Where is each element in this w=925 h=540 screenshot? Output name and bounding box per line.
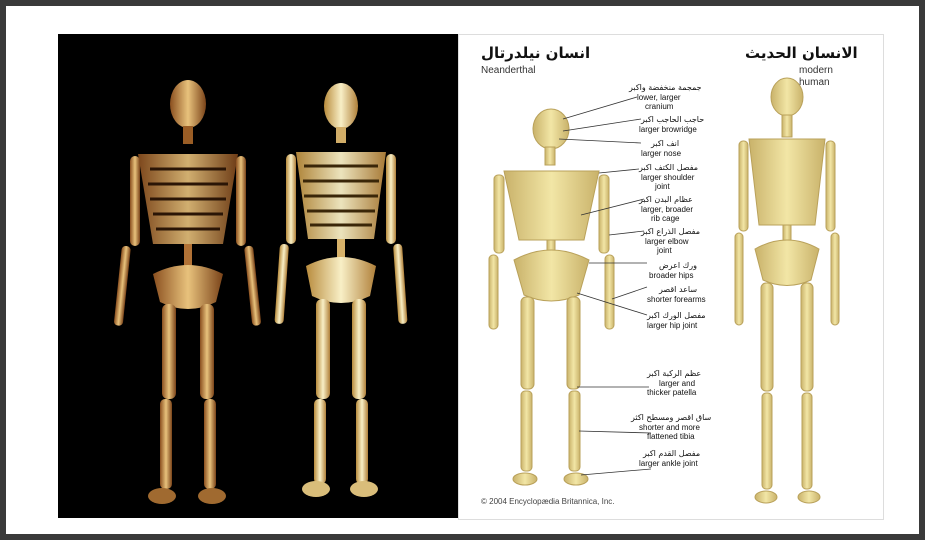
- label-arabic-8: ساعد اقصر: [659, 285, 697, 294]
- label-english-5a: larger, broader: [641, 205, 693, 214]
- copyright: © 2004 Encyclopædia Britannica, Inc.: [481, 497, 615, 507]
- frame: انسان نيلدرتال Neanderthal الانسان الحدي…: [6, 6, 919, 534]
- label-arabic-3: انف اكبر: [651, 139, 679, 148]
- label-english-4b: joint: [655, 182, 670, 191]
- label-english-7a: broader hips: [649, 271, 693, 280]
- label-arabic-2: حاجب الحاجب اكبر: [641, 115, 704, 124]
- neanderthal-title-english: Neanderthal: [481, 65, 535, 76]
- label-english-3a: larger nose: [641, 149, 681, 158]
- label-english-9a: larger hip joint: [647, 321, 697, 330]
- label-arabic-10: عظم الركبة اكبر: [647, 369, 701, 378]
- label-english-10b: thicker patella: [647, 388, 696, 397]
- modern-human-skeleton-photo: [274, 83, 407, 497]
- modern-human-diagram-skeleton: [735, 78, 839, 503]
- label-english-2a: larger browridge: [639, 125, 697, 134]
- label-english-1b: cranium: [645, 102, 673, 111]
- label-english-6b: joint: [657, 246, 672, 255]
- label-english-5b: rib cage: [651, 214, 679, 223]
- neanderthal-diagram-skeleton: [489, 109, 614, 485]
- label-arabic-6: مفصل الذراع اكبر: [641, 227, 700, 236]
- label-english-11a: shorter and more: [639, 423, 700, 432]
- label-english-6a: larger elbow: [645, 237, 689, 246]
- label-arabic-11: ساق اقصر ومسطح اكثر: [631, 413, 711, 422]
- label-arabic-1: جمجمة منخفضة واكبر: [629, 83, 702, 92]
- label-arabic-7: ورك اعرض: [659, 261, 697, 270]
- comparison-diagram: انسان نيلدرتال Neanderthal الانسان الحدي…: [458, 34, 884, 520]
- modern-title-arabic: الانسان الحديث: [745, 45, 858, 61]
- modern-title-english-2: human: [799, 77, 830, 88]
- neanderthal-title-arabic: انسان نيلدرتال: [481, 45, 590, 61]
- skeleton-photo: [58, 34, 458, 518]
- label-english-4a: larger shoulder: [641, 173, 694, 182]
- skeleton-photo-svg: [58, 34, 458, 518]
- label-arabic-9: مفصل الورك اكبر: [647, 311, 706, 320]
- label-arabic-4: مفصل الكتف اكبر: [639, 163, 698, 172]
- label-english-1a: lower, larger: [637, 93, 681, 102]
- modern-title-english-1: modern: [799, 65, 833, 76]
- label-english-11b: flattened tibia: [647, 432, 695, 441]
- label-arabic-5: عظام البدن اكبر: [639, 195, 693, 204]
- label-english-8a: shorter forearms: [647, 295, 706, 304]
- label-arabic-12: مفصل القدم اكبر: [643, 449, 700, 458]
- neanderthal-skeleton-photo: [114, 80, 262, 504]
- label-english-10a: larger and: [659, 379, 695, 388]
- label-english-12a: larger ankle joint: [639, 459, 698, 468]
